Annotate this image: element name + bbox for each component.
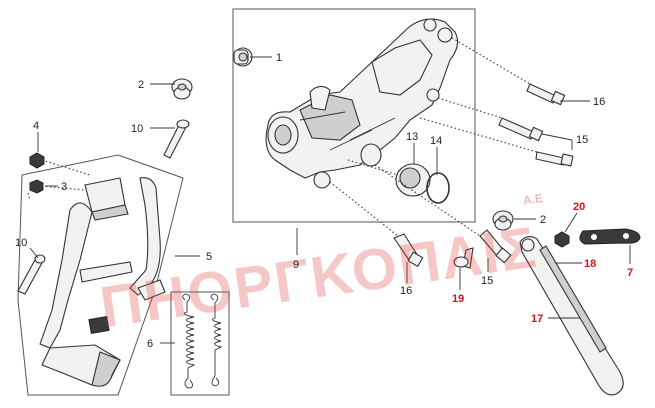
part-6-spring-right (210, 293, 223, 387)
callout-4: 4 (33, 120, 39, 132)
part-15-bolt-bottom (479, 229, 512, 264)
part-10-pin-top (163, 119, 190, 159)
callout-9: 9 (293, 259, 299, 271)
part-15-bolt-lower (535, 151, 574, 167)
callout-10-left: 10 (15, 237, 27, 249)
callout-7: 7 (627, 267, 633, 279)
spring-group-frame (170, 291, 230, 396)
engine-hanger-bracket (265, 18, 459, 189)
svg-text:ΠΗΟΡΓΚΟΠΛΙΣ: ΠΗΟΡΓΚΟΠΛΙΣ (96, 215, 541, 341)
callout-2-left: 2 (138, 79, 144, 91)
part-13-collar (395, 163, 431, 197)
callout-16-bottom: 16 (400, 285, 412, 297)
main-stand (39, 177, 166, 387)
callout-18: 18 (584, 258, 596, 270)
callouts: 1 2 2 3 4 5 6 7 9 10 10 13 14 15 15 16 1… (15, 52, 633, 350)
callout-3: 3 (61, 181, 67, 193)
callout-14: 14 (430, 135, 442, 147)
callout-10-top: 10 (131, 123, 143, 135)
part-4-nut (29, 152, 45, 169)
watermark: ΠΗΟΡΓΚΟΠΛΙΣ Α.Ε (96, 191, 544, 341)
callout-6: 6 (147, 338, 153, 350)
side-stand (519, 236, 624, 396)
dotted-guides (27, 37, 538, 237)
callout-2-right: 2 (540, 214, 546, 226)
callout-17: 17 (531, 313, 543, 325)
callout-1: 1 (276, 52, 282, 64)
main-stand-group-frame (17, 154, 184, 396)
part-2-collar-left (171, 78, 193, 100)
part-10-pin-left (17, 254, 46, 295)
callout-16-top: 16 (593, 96, 605, 108)
part-2-collar-right (492, 210, 514, 231)
part-14-ring (426, 172, 450, 204)
part-6-spring-left (182, 293, 196, 389)
part-20-nut (554, 231, 570, 248)
part-7-plate (579, 228, 641, 245)
part-3-washer (29, 179, 44, 194)
callout-20: 20 (573, 201, 585, 213)
part-16-bolt-bottom (393, 233, 424, 268)
callout-15-bottom: 15 (481, 275, 493, 287)
callout-15-top: 15 (576, 134, 588, 146)
callout-5: 5 (206, 251, 212, 263)
part-19-bolt (453, 247, 474, 269)
engine-hanger-group-frame (232, 8, 476, 223)
leader-lines (29, 56, 631, 344)
callout-19: 19 (452, 293, 464, 305)
svg-text:Α.Ε: Α.Ε (522, 191, 544, 208)
part-1-bushing (233, 47, 253, 67)
part-16-bolt-top (526, 83, 566, 106)
part-15-bolt-upper (498, 117, 544, 142)
callout-13: 13 (406, 131, 418, 143)
